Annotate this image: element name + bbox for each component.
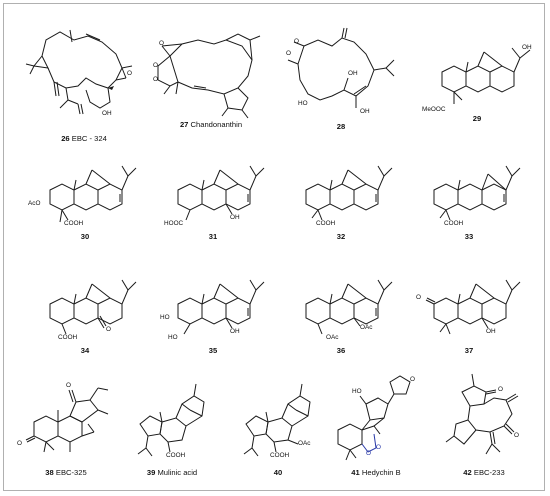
structure-36 <box>284 258 398 362</box>
atom-label: OAc <box>326 334 339 341</box>
caption-31: 31 <box>208 232 218 241</box>
atom-label: O <box>376 444 381 451</box>
atom-label: O <box>127 70 132 77</box>
atom-label: OAc <box>298 440 311 447</box>
caption-41: 41 Hedychin B <box>351 468 401 477</box>
atom-label: COOH <box>270 452 290 459</box>
structure-33 <box>412 144 526 250</box>
compound-37: O OH 37 <box>412 258 526 362</box>
structure-40 <box>226 374 330 484</box>
atom-label: OH <box>348 70 358 77</box>
caption-36: 36 <box>336 346 346 355</box>
compound-40: COOH OAc 40 <box>226 374 330 484</box>
structure-27 <box>152 26 270 126</box>
atom-label: HO <box>160 314 170 321</box>
atom-label: OH <box>230 328 240 335</box>
caption-27: 27 Chandonanthin <box>179 120 243 129</box>
caption-30: 30 <box>80 232 90 241</box>
structure-42 <box>432 368 536 484</box>
atom-label: COOH <box>64 220 84 227</box>
atom-label: O <box>106 326 111 333</box>
compound-28: O O OH HO OH 28 <box>282 24 400 132</box>
caption-28: 28 <box>336 122 346 131</box>
atom-label: COOH <box>444 220 464 227</box>
caption-37: 37 <box>464 346 474 355</box>
compound-36: OAc OAc 36 <box>284 258 398 362</box>
compound-26: O OH 26 EBC - 324 <box>24 20 144 143</box>
atom-label: HO <box>352 388 362 395</box>
compound-27: O O O 27 Chandonanthin <box>152 26 270 129</box>
structure-38 <box>14 374 118 484</box>
atom-label: O <box>514 432 519 439</box>
atom-label: OH <box>522 44 532 51</box>
structure-32 <box>284 144 398 250</box>
structure-29 <box>418 28 536 132</box>
compound-32: COOH 32 <box>284 144 398 250</box>
atom-label: OH <box>486 328 496 335</box>
structure-35 <box>156 258 270 362</box>
structure-30 <box>28 144 142 250</box>
figure-frame: O OH 26 EBC - 324 O O O 2 <box>3 3 545 491</box>
caption-34: 34 <box>80 346 90 355</box>
compound-33: COOH 33 <box>412 144 526 250</box>
atom-label: O <box>17 440 22 447</box>
atom-label: COOH <box>316 220 336 227</box>
structure-34 <box>28 258 142 362</box>
atom-label: O <box>153 76 158 83</box>
compound-30: AcO COOH 30 <box>28 144 142 250</box>
atom-label: OH <box>230 214 240 221</box>
atom-label: HO <box>298 100 308 107</box>
atom-label: COOH <box>58 334 78 341</box>
atom-label: O <box>66 382 71 389</box>
atom-label: O <box>294 38 299 45</box>
structure-31 <box>156 144 270 250</box>
structure-28 <box>282 24 400 132</box>
atom-label: HO <box>168 334 178 341</box>
compound-31: HOOC OH 31 <box>156 144 270 250</box>
atom-label: OH <box>360 108 370 115</box>
caption-40: 40 <box>273 468 283 477</box>
atom-label: O <box>153 62 158 69</box>
compound-42: O O 42 EBC-233 <box>432 368 536 484</box>
atom-label: O <box>159 40 164 47</box>
compound-35: HO HO OH 35 <box>156 258 270 362</box>
structure-26 <box>24 20 144 132</box>
structure-37 <box>412 258 526 362</box>
caption-32: 32 <box>336 232 346 241</box>
atom-label: COOH <box>166 452 186 459</box>
atom-label: O <box>498 386 503 393</box>
atom-label: AcO <box>28 200 41 207</box>
caption-39: 39 Mulinic acid <box>146 468 198 477</box>
structure-39 <box>120 374 224 484</box>
compound-41: HO O O O 41 Hedychin B <box>324 368 428 484</box>
caption-38: 38 EBC-325 <box>45 468 87 477</box>
caption-42: 42 EBC-233 <box>463 468 505 477</box>
atom-label: O <box>286 50 291 57</box>
atom-label: O <box>416 294 421 301</box>
atom-label: HOOC <box>164 220 184 227</box>
caption-26: 26 EBC - 324 <box>61 134 107 143</box>
atom-label: O <box>366 450 371 457</box>
atom-label: MeOOC <box>422 106 446 113</box>
atom-label: OH <box>102 110 112 117</box>
compound-39: COOH 39 Mulinic acid <box>120 374 224 484</box>
compound-29: OH MeOOC 29 <box>418 28 536 132</box>
compound-34: COOH O 34 <box>28 258 142 362</box>
caption-29: 29 <box>472 114 482 123</box>
structure-41 <box>324 368 428 484</box>
atom-label: OAc <box>360 324 373 331</box>
caption-33: 33 <box>464 232 474 241</box>
caption-35: 35 <box>208 346 218 355</box>
atom-label: O <box>410 376 415 383</box>
compound-38: O O 38 EBC-325 <box>14 374 118 484</box>
